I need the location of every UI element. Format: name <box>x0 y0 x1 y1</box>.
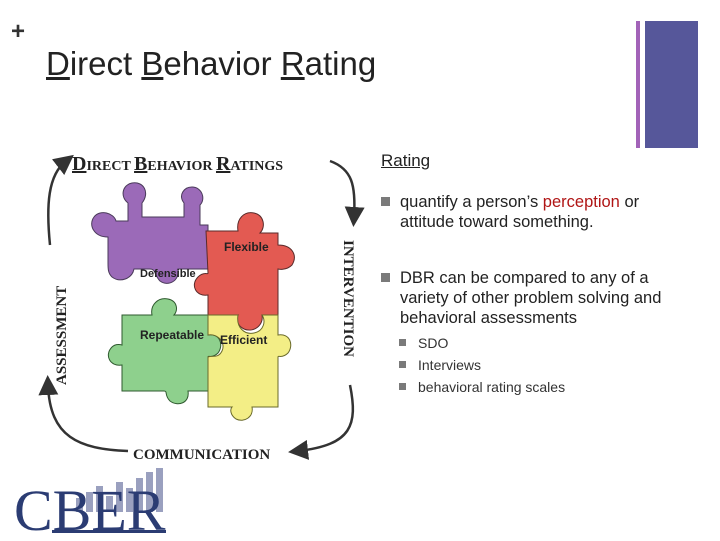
accent-bar-thin <box>636 21 640 148</box>
logo-bars <box>76 468 163 512</box>
logo-text: CBER <box>14 478 166 536</box>
communication-label: COMMUNICATION <box>133 447 270 463</box>
bullet-item: DBR can be compared to any of a variety … <box>381 268 681 328</box>
plus-mark: + <box>11 18 26 45</box>
sub-bullet-marker <box>399 383 406 390</box>
slide-title: Direct Behavior Rating <box>46 45 377 82</box>
accent-bar-thick <box>645 21 698 148</box>
arrow-top-left <box>47 154 74 246</box>
piece-label-repeatable: Repeatable <box>140 328 204 342</box>
puzzle-piece-flexible <box>193 212 295 331</box>
highlight-perception: perception <box>542 193 620 211</box>
arrow-bottom-right <box>288 384 355 460</box>
piece-label-efficient: Efficient <box>220 333 267 347</box>
sub-bullet-item: behavioral rating scales <box>399 376 681 398</box>
diagram-header: DIRECT BEHAVIOR RATINGS <box>72 153 283 175</box>
piece-label-flexible: Flexible <box>224 240 269 254</box>
content-heading: Rating <box>381 151 431 170</box>
assessment-label: ASSESSMENT <box>54 286 70 385</box>
puzzle-piece-efficient <box>207 314 292 421</box>
sub-bullet-item: SDO <box>399 332 681 354</box>
sub-bullet-item: Interviews <box>399 354 681 376</box>
piece-label-defensible: Defensible <box>140 268 196 280</box>
bullet-item: quantify a person’s perception or attitu… <box>381 192 681 232</box>
cber-logo: CBER <box>14 468 166 541</box>
puzzle-piece-defensible <box>91 182 209 284</box>
arrow-top-right <box>329 159 365 227</box>
puzzle-piece-repeatable <box>107 298 222 405</box>
bullet-marker <box>381 197 390 206</box>
sub-bullet-marker <box>399 361 406 368</box>
arrow-bottom-left <box>38 375 129 453</box>
bullet-list: quantify a person’s perception or attitu… <box>381 192 681 398</box>
bullet-marker <box>381 273 390 282</box>
intervention-label: INTERVENTION <box>340 240 356 357</box>
dbr-puzzle-diagram: DIRECT BEHAVIOR RATINGS ASSESSMENT INTER… <box>38 145 368 465</box>
logo-underline <box>52 530 166 533</box>
sub-bullet-marker <box>399 339 406 346</box>
